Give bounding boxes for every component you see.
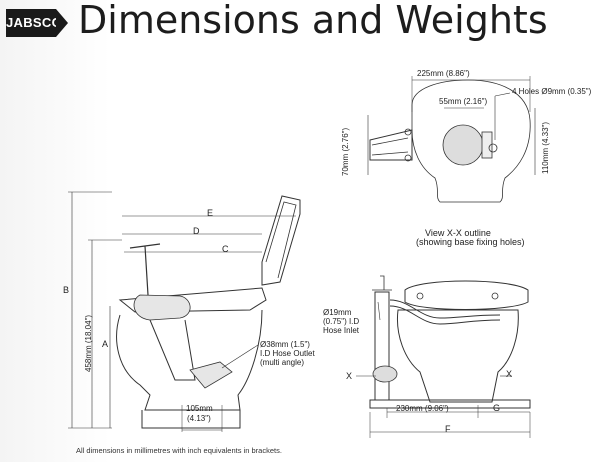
front-label-f: F bbox=[445, 424, 451, 434]
plan-caption-2: (showing base fixing holes) bbox=[416, 237, 525, 247]
side-label-e: E bbox=[207, 208, 214, 218]
front-label-x-right: X bbox=[506, 369, 513, 379]
inlet-line-2: (0.75") I.D bbox=[323, 317, 360, 326]
front-label-x-left: X bbox=[346, 371, 353, 381]
plan-caption-1: View X-X outline bbox=[425, 228, 491, 238]
plan-dim-inner: 55mm (2.16") bbox=[439, 97, 488, 106]
front-view-outline bbox=[356, 275, 531, 438]
outlet-line-1: Ø38mm (1.5") bbox=[260, 340, 310, 349]
front-label-g: G bbox=[493, 403, 501, 413]
footnote: All dimensions in millimetres with inch … bbox=[76, 446, 282, 455]
page-title: Dimensions and Weights bbox=[78, 0, 548, 42]
side-dim-bottom-2: (4.13") bbox=[187, 414, 211, 423]
side-label-a: A bbox=[102, 339, 109, 349]
side-label-d: D bbox=[193, 226, 200, 236]
plan-dim-right-height: 110mm (4.33") bbox=[541, 121, 550, 174]
side-label-b: B bbox=[63, 285, 70, 295]
plan-holes-label: 4 Holes Ø9mm (0.35") bbox=[512, 87, 592, 96]
plan-dim-width: 225mm (8.86") bbox=[417, 69, 470, 78]
side-label-c: C bbox=[222, 244, 229, 254]
inlet-line-3: Hose Inlet bbox=[323, 326, 360, 335]
outlet-line-2: I.D Hose Outlet bbox=[260, 349, 315, 358]
logo-arrow bbox=[56, 9, 68, 37]
side-dim-bottom-1: 105mm bbox=[186, 404, 213, 413]
plan-view-outline bbox=[367, 76, 536, 203]
logo-text: JABSCO bbox=[6, 9, 62, 37]
side-view-outline bbox=[68, 191, 301, 432]
side-dim-height: 458mm (18.04") bbox=[84, 314, 93, 372]
front-dim-base: 230mm (9.06") bbox=[396, 404, 449, 413]
plan-dim-left-height: 70mm (2.76") bbox=[341, 127, 350, 176]
inlet-line-1: Ø19mm bbox=[323, 308, 352, 317]
outlet-line-3: (multi angle) bbox=[260, 358, 305, 367]
jabsco-logo: JABSCO bbox=[6, 9, 68, 37]
